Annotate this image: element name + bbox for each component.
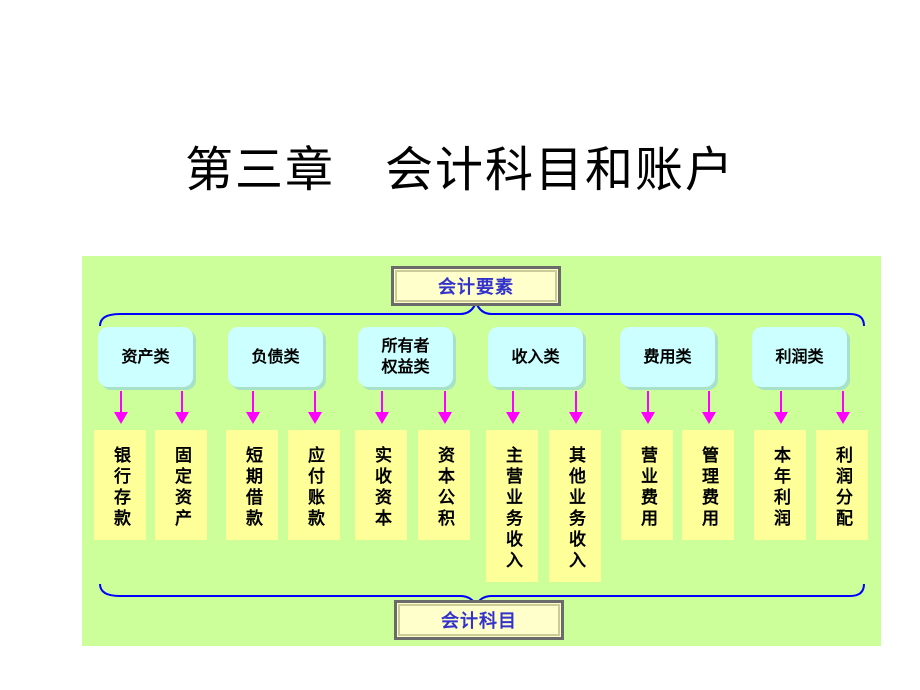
arrow-head [506,412,520,424]
arrow-head [375,412,389,424]
diagram-panel [82,256,881,646]
arrow-head [641,412,655,424]
account-box: 本年利润 [754,430,806,540]
page-title: 第三章 会计科目和账户 [184,142,735,198]
account-box: 短期借款 [226,430,278,540]
top-label: 会计要素 [391,266,561,306]
account-box: 资本公积 [418,430,470,540]
category-box: 负债类 [228,327,323,387]
arrow-head [836,412,850,424]
arrow-head [246,412,260,424]
category-box: 利润类 [752,327,847,387]
account-box: 银行存款 [94,430,146,540]
arrow-head [114,412,128,424]
arrow-head [438,412,452,424]
category-box: 收入类 [488,327,583,387]
account-box: 实收资本 [355,430,407,540]
arrow-head [702,412,716,424]
arrow-group [114,391,850,424]
category-box: 费用类 [620,327,715,387]
account-box: 营业费用 [621,430,673,540]
account-box: 主营业务收入 [486,430,538,582]
arrow-head [774,412,788,424]
category-box: 资产类 [98,327,193,387]
account-box: 利润分配 [816,430,868,540]
bottom-label: 会计科目 [394,600,564,640]
category-box: 所有者 权益类 [358,327,453,387]
arrow-head [308,412,322,424]
account-box: 其他业务收入 [549,430,601,582]
account-box: 固定资产 [155,430,207,540]
account-box: 应付账款 [288,430,340,540]
arrow-head [175,412,189,424]
arrow-head [569,412,583,424]
account-box: 管理费用 [682,430,734,540]
